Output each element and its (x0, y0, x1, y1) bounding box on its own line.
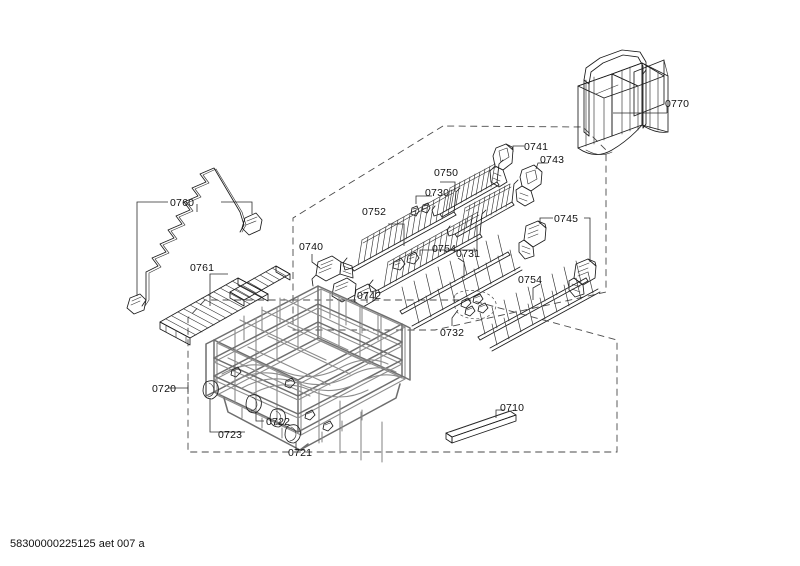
label-0742: 0742 (357, 290, 381, 302)
leader-0752 (388, 223, 405, 246)
label-0754-b: 0754 (518, 274, 542, 286)
label-0710: 0710 (500, 402, 524, 414)
part-folding-rack-0761-b (229, 265, 291, 307)
leader-0760 (136, 201, 253, 296)
leader-0754-b (532, 283, 541, 300)
leader-0710 (495, 409, 504, 418)
leader-0730 (415, 195, 432, 204)
label-0761: 0761 (190, 262, 214, 274)
label-0743: 0743 (540, 154, 564, 166)
part-fastener-group-0732 (453, 290, 497, 320)
leader-0750 (440, 181, 456, 192)
diagram-caption: 58300000225125 aet 007 a (10, 538, 145, 550)
basket-group-boundary (187, 299, 618, 453)
label-0741: 0741 (524, 141, 548, 153)
label-0732: 0732 (440, 327, 464, 339)
label-0770: 0770 (665, 98, 689, 110)
part-fastener-pair-0731 (392, 251, 420, 271)
label-0752: 0752 (362, 206, 386, 218)
part-bracket-0743 (515, 164, 543, 207)
leader-0745 (539, 217, 591, 262)
leader-0740 (311, 254, 321, 269)
leader-0743 (535, 162, 548, 170)
label-0722: 0722 (266, 416, 290, 428)
label-0723: 0723 (218, 429, 242, 441)
part-wire-rod-0760 (126, 167, 263, 315)
leader-0741 (512, 145, 524, 152)
leader-0770 (613, 106, 668, 114)
label-0720: 0720 (152, 383, 176, 395)
part-upper-basket-0720 (205, 285, 411, 463)
part-roller-clip-0745-left (518, 220, 547, 260)
leader-0720 (168, 382, 189, 394)
label-0760: 0760 (170, 197, 194, 209)
label-0730: 0730 (425, 187, 449, 199)
part-roller-0722 (245, 377, 296, 414)
label-0721: 0721 (288, 447, 312, 459)
leader-0723 (209, 398, 245, 433)
label-0731: 0731 (456, 248, 480, 260)
part-roller-0723 (202, 366, 242, 400)
part-folding-rack-0761-a (159, 277, 269, 346)
part-tine-row-0750 (431, 159, 504, 218)
part-tine-row-0731 (446, 179, 519, 238)
label-0750: 0750 (434, 167, 458, 179)
leader-0761 (209, 273, 228, 306)
leader-0722 (255, 412, 264, 422)
part-rail-strip-0710 (445, 409, 517, 444)
part-cutlery-basket-0770 (577, 49, 669, 155)
part-bracket-0741 (489, 143, 514, 188)
label-0745: 0745 (554, 213, 578, 225)
leader-0732 (451, 309, 459, 326)
part-roller-0721 (269, 408, 334, 444)
part-comb-rack-0752-b (368, 209, 487, 294)
part-end-bracket-0742 (353, 283, 377, 308)
leader-0754-a (457, 257, 465, 278)
part-support-rail-0754-a (399, 234, 523, 330)
part-roller-clip-0745-right (568, 258, 597, 298)
label-0754-a: 0754 (432, 243, 456, 255)
part-support-rail-0754-b (477, 260, 601, 352)
leader-0721 (295, 442, 304, 451)
leader-0731 (419, 226, 478, 256)
part-comb-rack-0752-a (342, 187, 461, 272)
label-0740: 0740 (299, 241, 323, 253)
